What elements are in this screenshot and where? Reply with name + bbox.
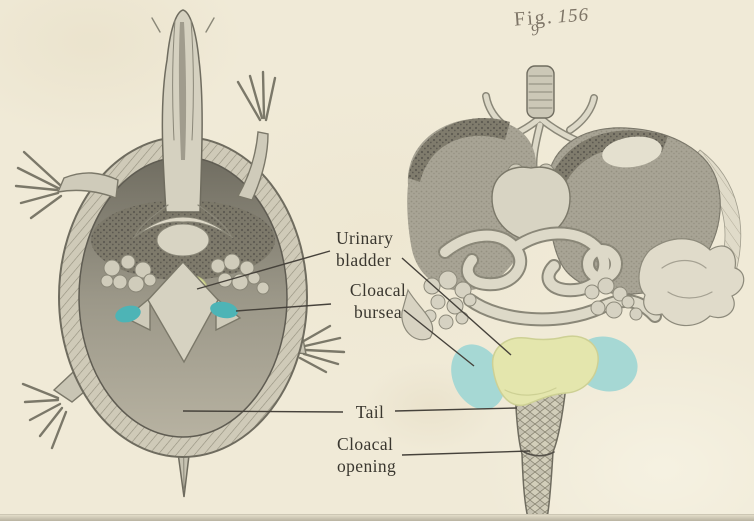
leader-urinary-bladder-left (196, 250, 331, 290)
right-viscera-figure (401, 65, 745, 519)
label-tail: Tail (355, 402, 385, 422)
left-figure-forelimb-left (14, 150, 119, 220)
label-urinary-bladder: Urinary bladder (336, 228, 394, 270)
leader-cloacal-bursea-left (235, 303, 332, 312)
left-turtle-figure (14, 9, 346, 498)
cloacal-bursa-highlight-left-a (115, 305, 141, 323)
label-cloacal-opening: Cloacal opening (337, 434, 397, 476)
cloacal-opening-mark (523, 451, 555, 457)
head-and-neck (134, 9, 232, 237)
leader-cloacal-bursea-right (403, 309, 475, 367)
leader-urinary-bladder-right (401, 257, 512, 356)
leader-cloacal-opening (401, 450, 531, 456)
leader-lines (182, 250, 531, 456)
leader-tail-right (394, 407, 518, 412)
egg-follicles-right-figure (423, 270, 643, 330)
leader-tail-left (182, 410, 344, 413)
cloacal-bursa-highlight-left-b (210, 301, 238, 319)
heart-left-figure (156, 223, 210, 257)
label-cloacal-bursea: Cloacal bursea (349, 280, 407, 322)
cloacal-bursa-highlight-right-a (451, 344, 505, 410)
left-figure-forelimb-right (236, 70, 277, 201)
heart-right-figure (491, 163, 571, 241)
egg-follicles-left (100, 253, 270, 295)
urinary-bladder-highlight-right (491, 335, 599, 407)
figure-caption-number: 156 (556, 4, 590, 28)
page-bottom-edge (0, 514, 754, 521)
